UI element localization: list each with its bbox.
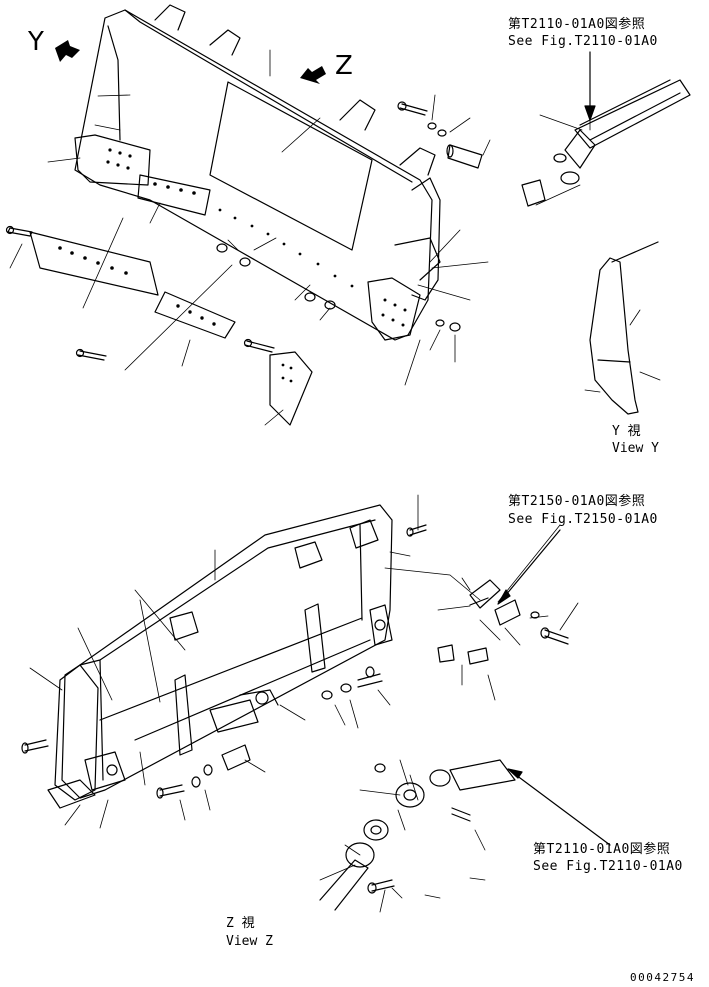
caption-view-z-jp: Z 視 bbox=[226, 916, 255, 931]
right-side-plate bbox=[411, 177, 441, 301]
ball-joint bbox=[395, 782, 425, 808]
blade-tooth bbox=[339, 99, 376, 131]
fasteners-top bbox=[5, 101, 546, 426]
blade-face-panel bbox=[209, 81, 373, 251]
caption-view-y-jp: Y 視 bbox=[612, 424, 641, 439]
view-marker-y: Y bbox=[28, 27, 44, 57]
blade-tooth bbox=[154, 4, 186, 31]
reference-en-2110-top: See Fig.T2110-01A0 bbox=[508, 34, 658, 49]
reference-jp-2150: 第T2150-01A0図参照 bbox=[508, 494, 646, 509]
view-y-profile bbox=[589, 241, 659, 415]
tilt-cylinder bbox=[553, 79, 691, 185]
blade-rear-assembly bbox=[47, 504, 393, 809]
pin bbox=[447, 144, 483, 169]
view-marker-z: Z bbox=[335, 51, 353, 81]
edge-bolt-holes bbox=[218, 208, 354, 288]
caption-view-z-en: View Z bbox=[226, 934, 273, 949]
blade-top-assembly bbox=[74, 4, 441, 341]
view-arrow-z bbox=[300, 66, 326, 84]
drawing-number: 00042754 bbox=[630, 971, 695, 984]
end-bit-right bbox=[367, 277, 421, 341]
fasteners-bottom bbox=[21, 524, 569, 911]
blade-tooth bbox=[209, 29, 241, 56]
caption-view-y-en: View Y bbox=[612, 441, 659, 456]
bracket bbox=[369, 604, 393, 646]
gusset bbox=[349, 519, 379, 549]
trunnion-left bbox=[84, 751, 126, 791]
reference-en-2150: See Fig.T2150-01A0 bbox=[508, 512, 658, 527]
block bbox=[521, 179, 546, 207]
cutting-edge-segment bbox=[137, 174, 211, 216]
router-bit bbox=[269, 351, 313, 426]
leader-lines-top bbox=[9, 49, 661, 426]
end-bit-left bbox=[74, 134, 151, 186]
cutting-edge-loose bbox=[29, 231, 236, 339]
leader-lines-bottom bbox=[29, 494, 579, 913]
bracket bbox=[174, 674, 193, 756]
reference-arrow-2150 bbox=[497, 529, 561, 605]
reference-jp-2110-bottom: 第T2110-01A0図参照 bbox=[533, 842, 671, 857]
reference-jp-2110-top: 第T2110-01A0図参照 bbox=[508, 17, 646, 32]
bracket bbox=[304, 603, 326, 673]
reference-arrow-2110-bottom bbox=[507, 768, 611, 846]
pin bbox=[221, 744, 251, 771]
gusset bbox=[294, 541, 323, 569]
gusset bbox=[169, 611, 199, 641]
view-arrow-y bbox=[55, 40, 80, 62]
reference-en-2110-bottom: See Fig.T2110-01A0 bbox=[533, 859, 683, 874]
blade-tooth bbox=[399, 147, 436, 176]
reference-arrow-2110-top bbox=[584, 51, 596, 121]
